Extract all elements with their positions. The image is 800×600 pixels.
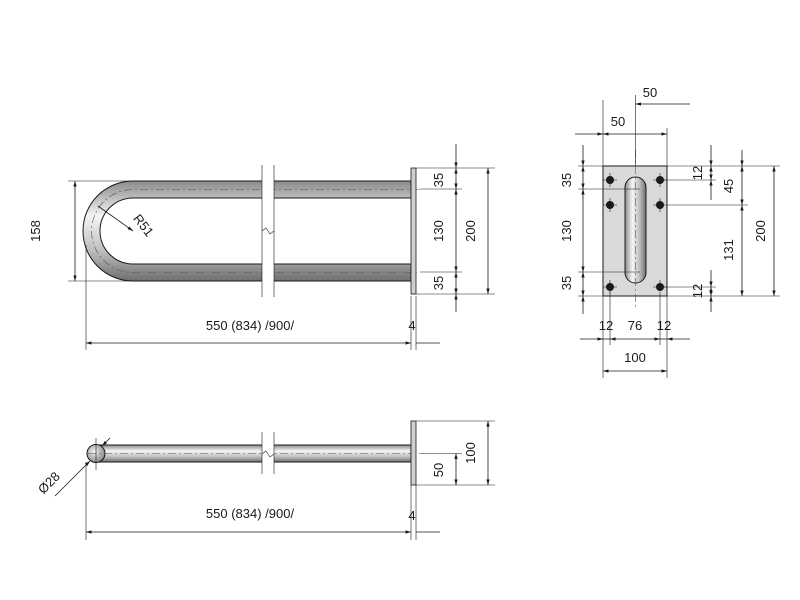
plate-right-dim-bottom: 12: [690, 284, 705, 298]
height-dimension-label: 158: [28, 220, 43, 242]
side-plate-thickness-label: 4: [408, 508, 415, 523]
plate-thickness-label: 4: [408, 318, 415, 333]
plate-top-dim-b: 50: [611, 114, 625, 129]
radius-label: R51: [130, 211, 157, 239]
right-dim-middle: 130: [431, 220, 446, 242]
side-wall-plate: [410, 420, 417, 486]
side-view: Ø28 550 (834) /900/ 4 50 100: [35, 420, 495, 540]
plate-right-dim-top: 12: [690, 166, 705, 180]
plate-right-dim-middle: 131: [721, 239, 736, 261]
right-dim-total: 200: [463, 220, 478, 242]
u-tube-body: [82, 180, 412, 282]
side-break-marks: [261, 432, 275, 474]
side-dim-inner: 50: [431, 463, 446, 477]
tube-centerline: [91, 189, 420, 273]
plate-right-dim-total: 200: [753, 220, 768, 242]
plate-left-dim-bottom: 35: [559, 276, 574, 290]
plate-top-dim-a: 50: [643, 85, 657, 100]
plate-left-dim-top: 35: [559, 173, 574, 187]
plate-bottom-dim-right: 12: [657, 318, 671, 333]
wall-plate-side: [410, 167, 417, 295]
side-length-label: 550 (834) /900/: [206, 506, 295, 521]
length-dimension-label: 550 (834) /900/: [206, 318, 295, 333]
top-view: 158 R51 550 (834) /900/ 4 35 130 35 200: [28, 144, 495, 350]
break-marks: [261, 165, 275, 297]
plate-bottom-dim-total: 100: [624, 350, 646, 365]
plate-right-dim-upper: 45: [721, 179, 736, 193]
plate-view: 50 50 35 130 35 12 45 131 12 200: [559, 85, 780, 378]
right-dim-bottom: 35: [431, 276, 446, 290]
side-dim-outer: 100: [463, 442, 478, 464]
plate-bottom-dim-left: 12: [599, 318, 613, 333]
right-dim-top: 35: [431, 173, 446, 187]
plate-left-dim-middle: 130: [559, 220, 574, 242]
plate-bottom-dim-middle: 76: [628, 318, 642, 333]
